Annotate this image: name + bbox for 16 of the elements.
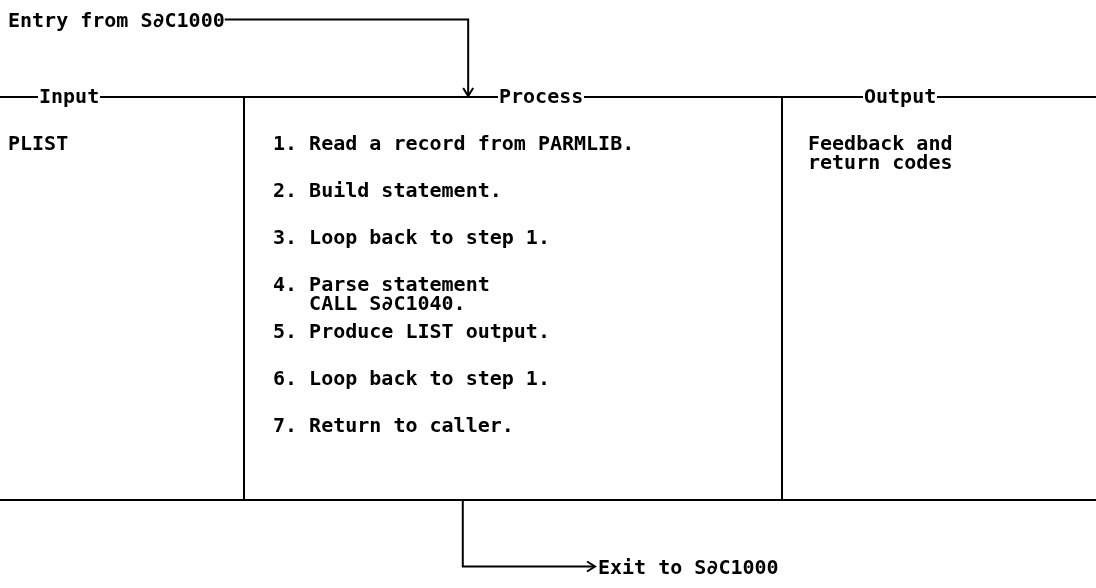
step-text: 4. Parse statement CALL S∂C1040.	[273, 275, 491, 313]
arrow	[461, 499, 596, 573]
input-item: PLIST	[8, 134, 69, 153]
entry-label: Entry from S∂C1000	[8, 8, 225, 32]
step-text: 5. Produce LIST output.	[273, 322, 550, 341]
exit-label: Exit to S∂C1000	[598, 555, 779, 579]
step-text: 6. Loop back to step 1.	[273, 369, 550, 388]
step-text: 2. Build statement.	[273, 181, 502, 200]
arrow	[223, 18, 475, 97]
step-text: 3. Loop back to step 1.	[273, 228, 550, 247]
step-text: 7. Return to caller.	[273, 416, 514, 435]
step-text: 1. Read a record from PARMLIB.	[273, 134, 635, 153]
column-heading: Process	[498, 86, 585, 106]
output-item: Feedback and return codes	[808, 134, 954, 172]
column-heading: Input	[38, 86, 101, 106]
column-heading: Output	[863, 86, 938, 106]
